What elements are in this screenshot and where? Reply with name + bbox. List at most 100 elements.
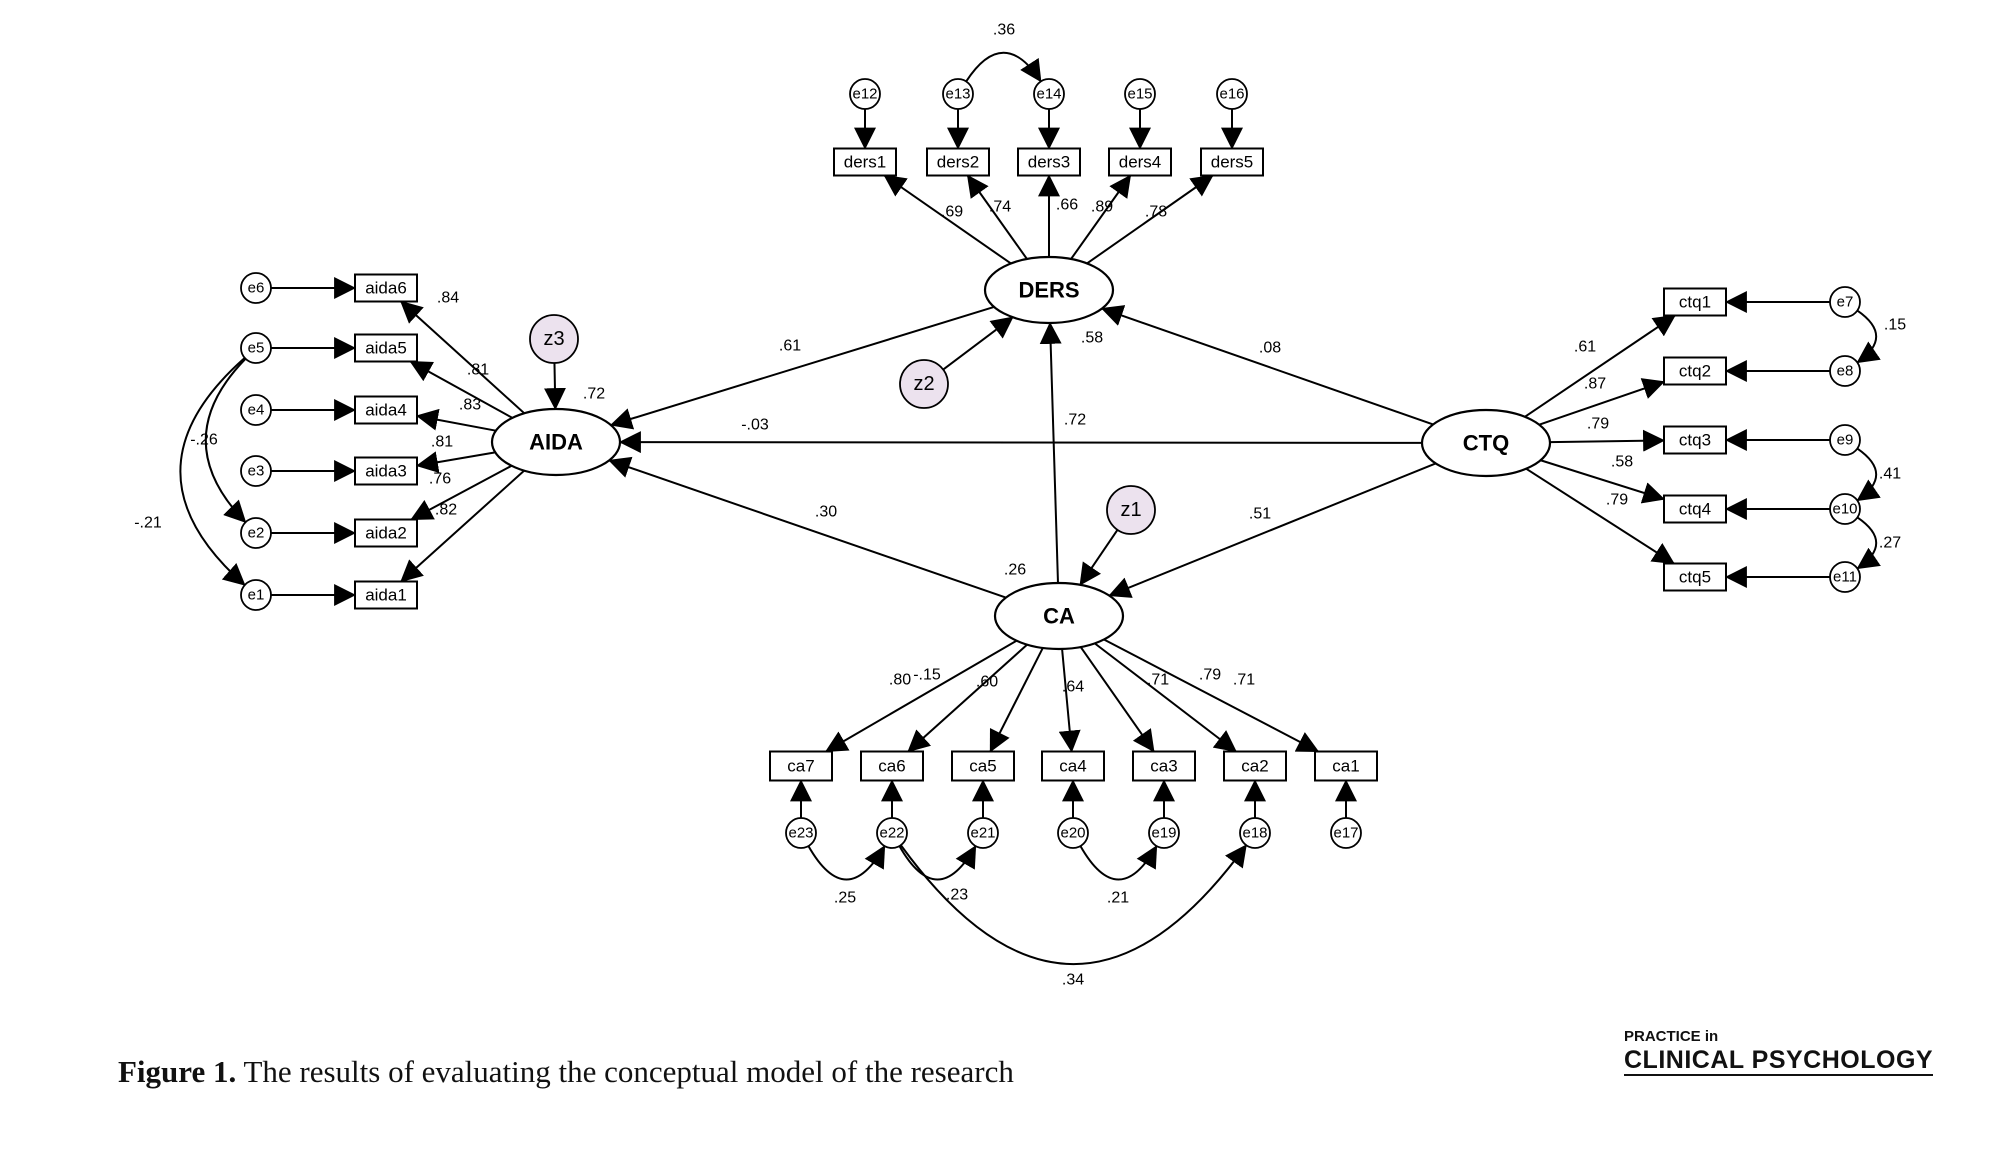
error-e14-label: e14 [1036,86,1061,103]
loading-aida1-value: .82 [435,502,457,519]
loading-ders-ders1 [883,174,1012,265]
loading-aida-aida3 [415,451,496,474]
error-e3-label: e3 [248,463,265,480]
error-e5: e5 [240,332,272,364]
indicator-ca6-box [860,750,924,782]
covariance-e7-e8 [1833,289,1881,364]
journal-logo: PRACTICE in CLINICAL PSYCHOLOGY [1624,1028,1934,1076]
latent-ctq-label: CTQ [1463,431,1509,456]
error-e18: e18 [1239,817,1271,849]
loading-ca-ca2 [1094,642,1237,753]
loading-ca-ca7 [824,639,1018,753]
covariance-e22-e21 [879,822,977,881]
covariance-e20-e19-value: .21 [1107,890,1129,907]
loading-ders2-value: .74 [989,199,1011,216]
indicator-ctq5: ctq5 [1663,562,1727,592]
indicator-aida3: aida3 [354,456,418,486]
indicator-ctq1-box [1663,287,1727,317]
disturbance-z3: z3 [529,314,579,364]
error-e8: e8 [1829,355,1861,387]
error-e9-shape [1829,424,1861,456]
indicator-ctq4: ctq4 [1663,494,1727,524]
error-e15-label: e15 [1127,86,1152,103]
r2-ca: .26 [1004,562,1026,579]
indicator-ctq3-label: ctq3 [1679,431,1711,450]
indicator-ders2-label: ders2 [937,153,980,172]
error-e16-shape [1216,78,1248,110]
error-e12: e12 [849,78,881,110]
indicator-aida3-label: aida3 [365,462,407,481]
error-e18-label: e18 [1242,825,1267,842]
indicator-ders1-label: ders1 [844,153,887,172]
error-e21-shape [967,817,999,849]
error-e11-label: e11 [1833,569,1857,586]
indicator-aida6-label: aida6 [365,279,407,298]
error-e13-label: e13 [945,86,970,103]
indicator-ctq2: ctq2 [1663,356,1727,386]
loading-ca2-value: .79 [1199,667,1221,684]
indicator-ders3-box [1017,147,1081,177]
error-e16-label: e16 [1219,86,1244,103]
error-e10-shape [1829,493,1861,525]
loading-ctq1-value: .61 [1574,339,1596,356]
indicator-ctq5-box [1663,562,1727,592]
loading-ctq-ctq3 [1549,429,1666,452]
error-e23-label: e23 [788,825,813,842]
loading-ders4-value: .89 [1091,199,1113,216]
indicator-ders3: ders3 [1017,147,1081,177]
error-e19-label: e19 [1151,825,1176,842]
path-z2-to-ders [942,316,1014,371]
indicator-ca2-label: ca2 [1241,757,1268,776]
loading-ca4-value: .64 [1062,679,1084,696]
indicator-ders1: ders1 [833,147,897,177]
indicator-aida3-box [354,456,418,486]
indicator-ders4-box [1108,147,1172,177]
loading-ders-ders2 [966,174,1028,260]
indicator-ctq1: ctq1 [1663,287,1727,317]
loading-ctq2-value: .87 [1584,376,1606,393]
indicator-ca3-box [1132,750,1196,782]
indicator-ca5-label: ca5 [969,757,996,776]
path-ca-to-ders-coef: .72 [1064,412,1086,429]
indicator-aida1: aida1 [354,580,418,610]
covariance-e23-e22-value: .25 [834,890,856,907]
error-e22-label: e22 [879,825,904,842]
error-e10-label: e10 [1832,501,1857,518]
error-e2: e2 [240,517,272,549]
error-e7-shape [1829,286,1861,318]
error-e13-shape [942,78,974,110]
indicator-ders2-box [926,147,990,177]
indicator-ders5-box [1200,147,1264,177]
indicator-ca3: ca3 [1132,750,1196,782]
indicator-ctq1-label: ctq1 [1679,293,1711,312]
loading-ca-ca1 [1103,638,1320,753]
covariance-e20-e19 [1060,822,1158,881]
error-e8-shape [1829,355,1861,387]
indicator-aida4: aida4 [354,395,418,425]
loading-aida4-value: .83 [459,397,481,414]
loading-aida3-value: .81 [431,434,453,451]
covariance-e13-e14 [945,51,1042,105]
covariance-e5-e1 [179,335,268,586]
r2-aida: .72 [583,386,605,403]
loading-ders-ders5 [1086,174,1214,265]
indicator-aida6: aida6 [354,273,418,303]
error-e1-label: e1 [248,587,265,604]
error-e11-shape [1829,561,1861,593]
indicator-ca7-box [769,750,833,782]
error-e6: e6 [240,272,272,304]
latent-ders-label: DERS [1018,278,1079,303]
indicator-ctq3-box [1663,425,1727,455]
error-e1-shape [240,579,272,611]
path-ctq-to-ca [1108,462,1437,598]
error-e19-shape [1148,817,1180,849]
indicator-ca1: ca1 [1314,750,1378,782]
error-e16: e16 [1216,78,1248,110]
path-ctq-to-ca-coef: .51 [1249,506,1271,523]
indicator-aida4-box [354,395,418,425]
loading-ca5-value: .60 [976,674,998,691]
indicator-ders5: ders5 [1200,147,1264,177]
indicator-aida1-label: aida1 [365,586,407,605]
error-e11: e11 [1829,561,1861,593]
loading-ca7-value: .80 [889,672,911,689]
